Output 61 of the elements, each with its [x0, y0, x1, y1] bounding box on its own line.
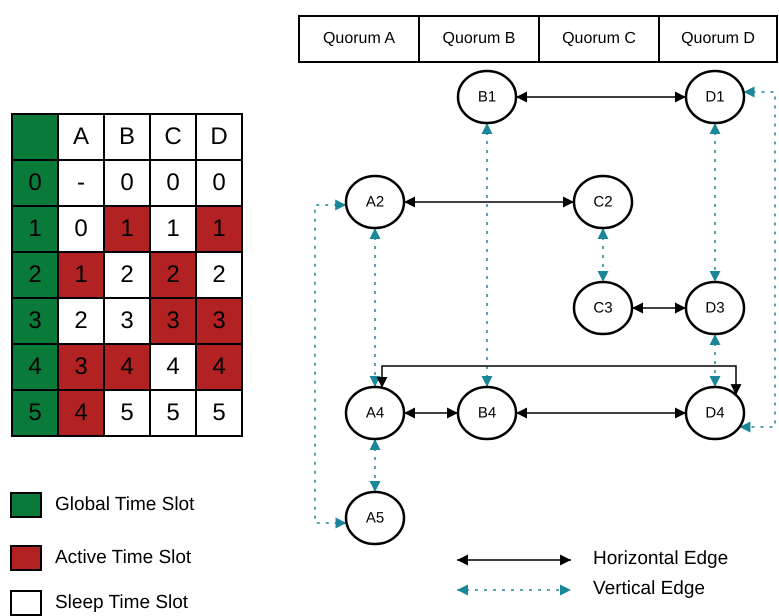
double-arrow: [482, 123, 492, 387]
double-arrow: [516, 408, 686, 418]
double-arrow: [598, 228, 608, 282]
node-label: B1: [476, 88, 498, 106]
ellipse-node: [684, 385, 746, 441]
double-arrow: [710, 334, 720, 387]
table-cell: 5: [195, 389, 243, 437]
table-cell: 5: [11, 389, 59, 437]
table-cell: 4: [103, 343, 151, 391]
table-cell: 3: [11, 297, 59, 345]
ellipse-node: [684, 280, 746, 336]
double-arrow: [739, 86, 776, 432]
table-cell: 3: [149, 297, 197, 345]
table-cell: 1: [103, 205, 151, 253]
node-label: A4: [364, 404, 386, 422]
double-arrow: [516, 92, 686, 102]
node-label: A2: [364, 194, 386, 210]
double-arrow: [710, 123, 720, 282]
table-cell: 4: [57, 389, 105, 437]
node-label: A5: [364, 510, 386, 526]
table-cell: 3: [195, 297, 243, 345]
ellipse-node: [572, 174, 634, 230]
legend-text: Global Time Slot: [55, 494, 194, 516]
double-arrow: [376, 365, 742, 396]
ellipse-node: [572, 280, 634, 336]
column-header: Quorum C: [538, 15, 660, 63]
node-label: C2: [592, 194, 614, 210]
table-cell: 2: [149, 251, 197, 299]
node-label: D3: [704, 300, 726, 316]
node-label: D1: [704, 88, 726, 106]
node-label: C3: [592, 300, 614, 316]
double-arrow: [370, 439, 380, 492]
table-cell: 0: [11, 159, 59, 207]
table-cell: 1: [57, 251, 105, 299]
double-arrow: [404, 408, 458, 418]
double-arrow: [370, 228, 380, 387]
node-label: B4: [476, 404, 498, 422]
ellipse-node: [456, 69, 518, 125]
ellipse-node: [684, 69, 746, 125]
double-arrow: [404, 196, 574, 208]
table-cell: 1: [195, 205, 243, 253]
table-cell: 2: [11, 251, 59, 299]
ellipse-node: [344, 490, 406, 546]
node-label: D4: [704, 404, 726, 422]
ellipse-node: [456, 385, 518, 441]
table-cell: 1: [11, 205, 59, 253]
ellipse-node: [344, 174, 406, 230]
legend-text: Vertical Edge: [593, 578, 705, 600]
ellipse-node: [344, 385, 406, 441]
table-cell: D: [195, 113, 243, 161]
legend-text: Active Time Slot: [55, 547, 192, 569]
table-cell: 4: [11, 343, 59, 391]
double-arrow: [632, 302, 686, 314]
legend-text: Sleep Time Slot: [55, 592, 188, 614]
double-arrow: [314, 200, 346, 528]
table-cell: 4: [195, 343, 243, 391]
column-header: Quorum A: [298, 15, 420, 63]
legend-text: Horizontal Edge: [593, 548, 728, 570]
table-cell: 3: [57, 343, 105, 391]
column-header: Quorum D: [658, 15, 778, 63]
column-header: Quorum B: [418, 15, 540, 63]
